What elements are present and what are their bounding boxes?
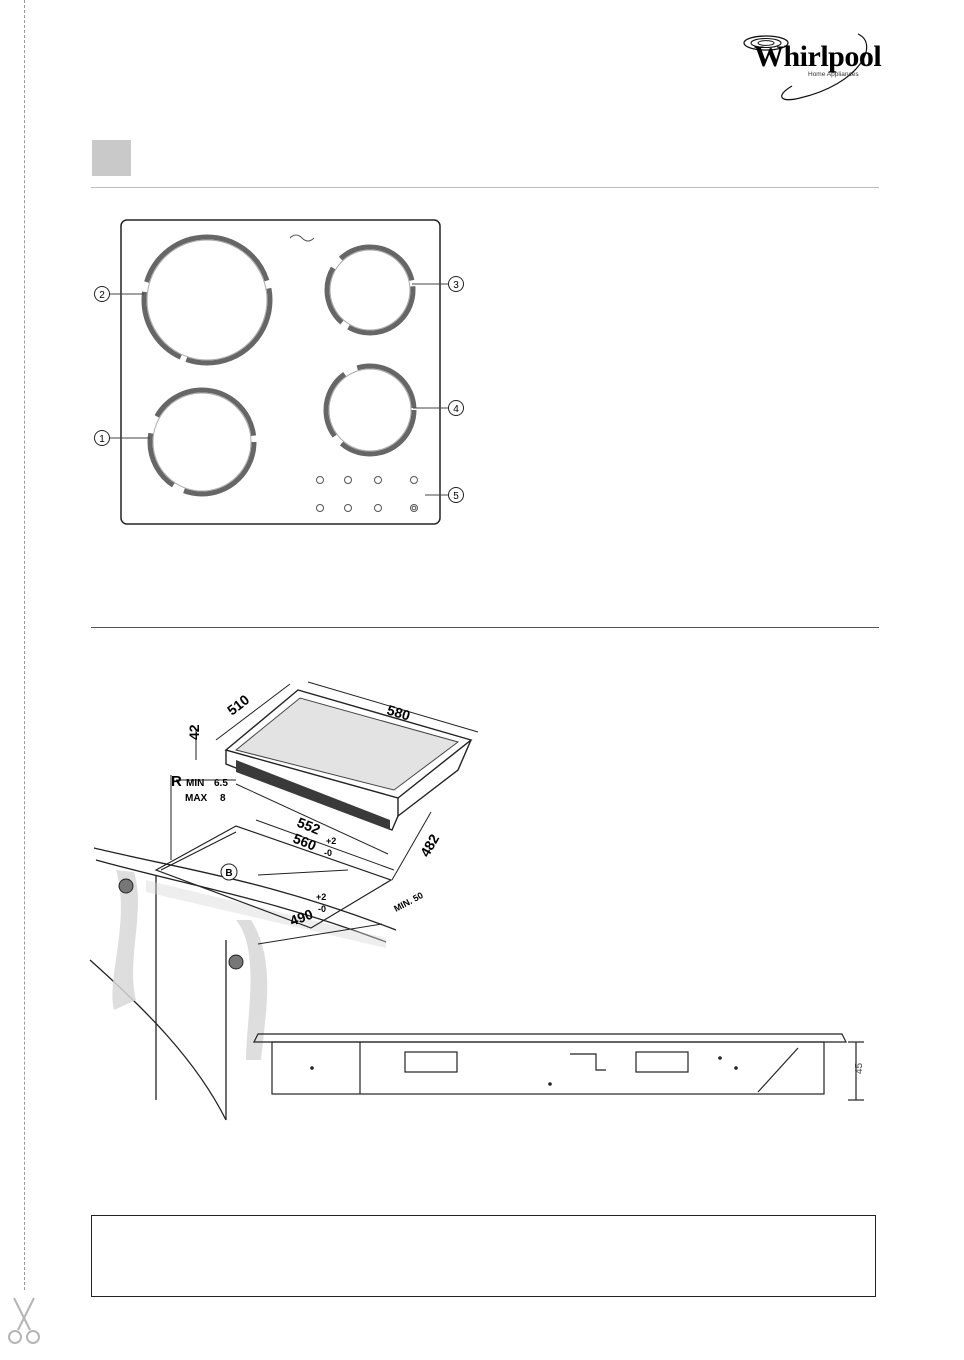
svg-text:482: 482 <box>417 831 443 859</box>
cooking-zone-3 <box>324 244 416 336</box>
callout-5-label: 5 <box>453 491 459 502</box>
section-divider <box>91 187 879 188</box>
callout-2-label: 2 <box>99 290 105 301</box>
brand-name: Whirlpool <box>754 40 882 73</box>
cooking-zone-1 <box>147 387 257 497</box>
hob-side-view-diagram: 45 <box>253 1033 865 1101</box>
svg-text:-0: -0 <box>318 904 326 914</box>
callout-5 <box>448 487 464 503</box>
svg-text:510: 510 <box>224 691 252 718</box>
svg-text:MAX: MAX <box>185 793 208 804</box>
hob-top-view-diagram: 2 1 3 4 5 <box>94 219 464 525</box>
svg-text:+2: +2 <box>326 836 336 846</box>
svg-text:42: 42 <box>186 724 202 740</box>
svg-text:R: R <box>171 773 182 790</box>
svg-text:+2: +2 <box>316 892 326 902</box>
svg-text:490: 490 <box>288 906 316 929</box>
installation-isometric-diagram: 510 580 42 552 560 +2 -0 482 490 +2 -0 R… <box>89 681 479 1121</box>
callout-2 <box>94 286 110 302</box>
svg-text:45: 45 <box>854 1062 865 1074</box>
callout-3-label: 3 <box>453 280 459 291</box>
svg-text:MIN. 50: MIN. 50 <box>392 890 425 914</box>
callout-1 <box>94 430 110 446</box>
cooking-zone-2 <box>141 234 273 366</box>
svg-text:6.5: 6.5 <box>214 778 228 789</box>
section-marker <box>92 140 131 176</box>
callout-4-label: 4 <box>453 404 459 415</box>
scissors-icon <box>8 1297 40 1344</box>
callout-1-label: 1 <box>99 434 105 445</box>
whirlpool-logo <box>743 33 868 101</box>
callout-3 <box>448 276 464 292</box>
svg-text:-0: -0 <box>324 848 332 858</box>
cut-line <box>24 0 25 1290</box>
cooking-zone-4 <box>323 363 417 457</box>
marker-b: B <box>225 868 232 879</box>
note-box <box>91 1215 876 1297</box>
svg-text:MIN: MIN <box>186 778 204 789</box>
callout-4 <box>448 400 464 416</box>
section-divider-2 <box>91 627 879 628</box>
svg-text:8: 8 <box>220 793 226 804</box>
brand-tagline: Home Appliances <box>808 71 859 78</box>
svg-text:580: 580 <box>385 702 412 724</box>
touch-control-panel <box>316 476 418 512</box>
